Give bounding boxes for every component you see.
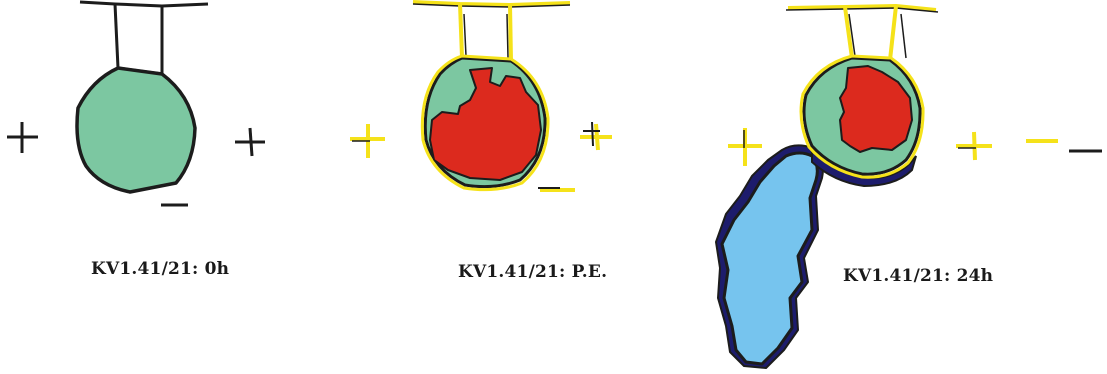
plus-sign-right [235,127,265,157]
caption-0h: KV1.41/21: 0h [91,259,230,279]
panel-0h [7,0,265,207]
sphere-yellow-outline [799,54,925,179]
neck-structure [79,0,209,76]
light-blue-lobe [720,151,819,366]
panel-pe [350,0,612,192]
plus-sign-right [580,121,612,151]
red-region [429,67,542,181]
green-sphere [75,66,197,194]
minus-sign-bottom [538,187,575,192]
sphere-yellow-outline [420,54,550,192]
plus-sign-left [7,122,38,153]
neck-structure-highlight [785,4,939,62]
plus-sign-left [350,124,385,158]
plus-sign-right [956,131,992,161]
panel-24h [715,4,1102,369]
caption-pe: KV1.41/21: P.E. [458,262,608,282]
caption-24h: KV1.41/21: 24h [843,266,994,286]
red-region [839,65,913,153]
plus-sign-left [728,128,762,166]
neck-structure-highlight [412,0,571,63]
